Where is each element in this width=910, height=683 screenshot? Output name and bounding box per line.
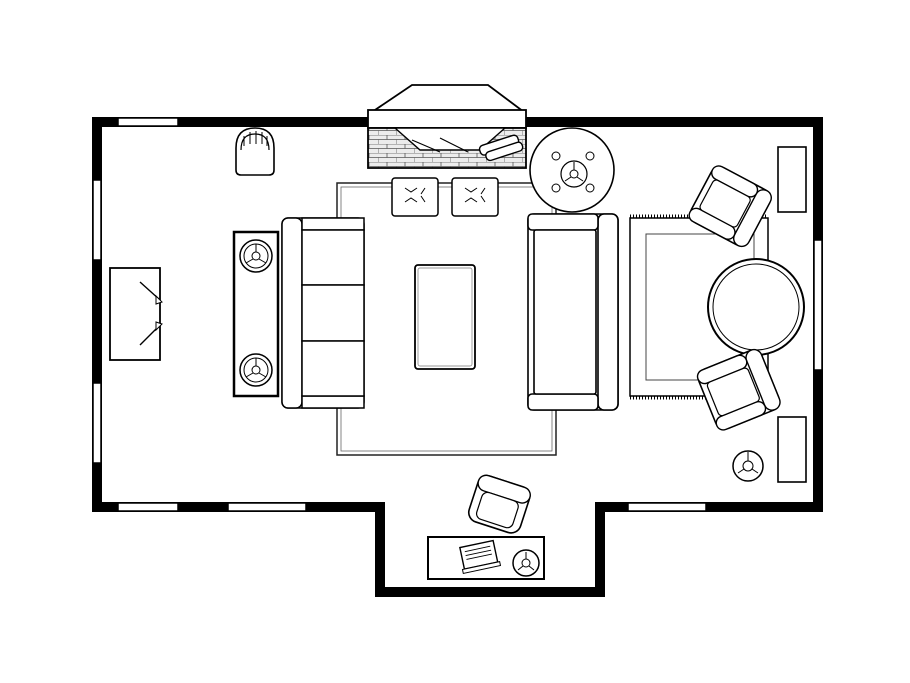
window-left-lower bbox=[92, 382, 102, 464]
armchair-bottom bbox=[696, 348, 781, 431]
windows bbox=[92, 117, 823, 512]
armchair-top bbox=[688, 165, 772, 248]
desk-chair bbox=[467, 474, 531, 534]
window-bottom-left-1 bbox=[117, 502, 179, 512]
desk-lamp bbox=[512, 549, 540, 577]
fireplace-mantel bbox=[367, 109, 527, 129]
table-lamp-left-top bbox=[239, 239, 273, 273]
window-bottom-left-2 bbox=[227, 502, 307, 512]
window-top-left bbox=[117, 117, 179, 127]
hearth-logs bbox=[478, 134, 524, 162]
three-seat-sofa bbox=[281, 217, 365, 409]
floor-lamp bbox=[732, 450, 764, 482]
loveseat bbox=[527, 213, 619, 411]
window-right bbox=[813, 239, 823, 371]
console-table bbox=[109, 267, 163, 361]
round-table bbox=[707, 258, 805, 356]
window-left-upper bbox=[92, 179, 102, 261]
side-chair bbox=[235, 127, 275, 176]
table-lamp-left-bottom bbox=[239, 353, 273, 387]
fireplace bbox=[367, 84, 527, 169]
bookcase-bottom bbox=[777, 416, 807, 483]
ottoman-right bbox=[451, 177, 499, 217]
laptop bbox=[459, 539, 502, 575]
window-bottom-right bbox=[627, 502, 707, 512]
fireplace-hood bbox=[369, 84, 527, 113]
bookcase-top bbox=[777, 146, 807, 213]
coffee-table bbox=[414, 264, 476, 370]
ottoman-left bbox=[391, 177, 439, 217]
round-side-table bbox=[529, 127, 615, 213]
